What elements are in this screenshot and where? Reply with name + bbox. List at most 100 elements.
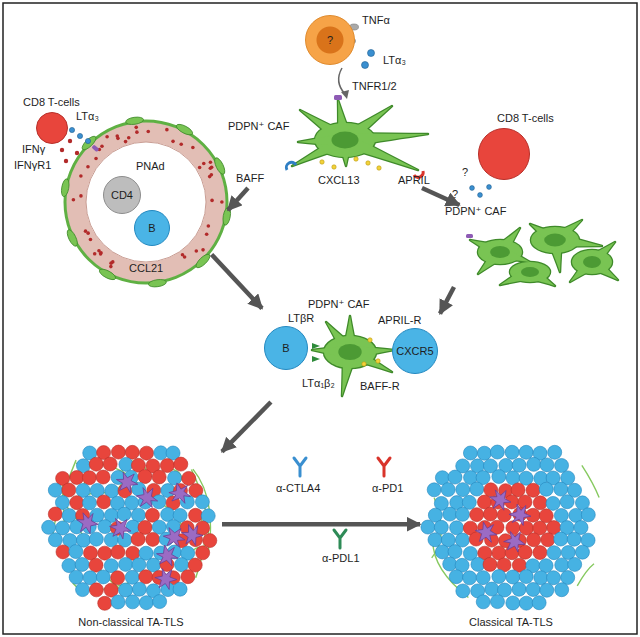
ifn-dot: [75, 151, 79, 155]
b-cell: [427, 483, 441, 497]
b-cell: [485, 582, 499, 596]
node-label: PDPN⁺ CAF: [308, 298, 369, 311]
dendritic-cell: [169, 483, 191, 503]
nucleus: [332, 132, 359, 149]
b-cell: [490, 595, 504, 609]
t-cell: [533, 546, 547, 560]
b-cell: [568, 557, 582, 571]
b-cell: [519, 471, 533, 485]
receptor: [91, 145, 99, 153]
b-cell: [173, 582, 187, 596]
cxcl13-dot: [368, 338, 372, 342]
b-cell: [69, 545, 83, 559]
b-cell: [48, 483, 62, 497]
b-cell: [540, 458, 554, 472]
ifn-dot: [134, 126, 138, 130]
b-cell: [463, 571, 477, 585]
b-cell: [175, 558, 189, 572]
ifn-dot: [94, 157, 98, 161]
receptor-label: BAFF-R: [360, 380, 400, 393]
b-cell: [448, 545, 462, 559]
ifn-dot: [171, 140, 175, 144]
t-cell: [203, 534, 217, 548]
ifn-dot: [109, 265, 113, 269]
b-cell: [428, 508, 442, 522]
b-cell: [505, 445, 519, 459]
dendritic-cell: [77, 513, 98, 534]
ligand-label: APRIL: [398, 174, 430, 187]
b-cell: [512, 582, 526, 596]
unknown-mark: ?: [462, 166, 468, 179]
cxcl13-dot: [320, 160, 324, 164]
b-cell: [119, 557, 133, 571]
t-cell: [82, 471, 96, 485]
ifn-dot: [79, 194, 83, 198]
pericyte: [194, 252, 212, 270]
vessel-edge: [65, 121, 227, 283]
b-cell: [490, 445, 504, 459]
b-cell: [554, 508, 568, 522]
cd8-t-cell: CD8 T-cells: [478, 128, 530, 180]
ifn-dot: [191, 146, 195, 150]
b-cell: [470, 482, 484, 496]
b-cell: [441, 483, 455, 497]
ifn-dot: [105, 135, 109, 139]
cxcl13-dot: [366, 161, 370, 165]
ifn-dot: [116, 137, 120, 141]
b-cell: [532, 596, 546, 610]
t-cell: [97, 495, 111, 509]
dendritic-cell: [116, 472, 137, 493]
b-cell: [195, 495, 209, 509]
t-cell: [182, 471, 196, 485]
b-cell: [168, 471, 182, 485]
b-cell: [456, 483, 470, 497]
node-label: PNAd: [136, 160, 165, 173]
cxcl13-dot: [362, 362, 366, 366]
b-cell: [534, 571, 548, 585]
b-cell: [132, 558, 146, 572]
ifn-dot: [60, 148, 64, 152]
dendritic-cell: [157, 545, 179, 566]
ifn-dot: [99, 252, 103, 256]
b-cell: [434, 520, 448, 534]
nucleus: [490, 246, 510, 258]
t-cell: [89, 583, 103, 597]
ifn-dot: [72, 198, 76, 202]
t-cell: [181, 570, 195, 584]
b-cell: [546, 496, 560, 510]
b-cell: [555, 458, 569, 472]
t-cell: [483, 507, 497, 521]
receptor: [466, 234, 473, 238]
t-cell: [138, 470, 152, 484]
vessel-lumen: [86, 142, 206, 262]
ifn-dot: [202, 162, 206, 166]
lt-molecule: [362, 62, 369, 69]
tls-cluster: Classical TA-TLS: [420, 436, 602, 632]
pericyte: [175, 122, 194, 137]
t-cell: [140, 446, 154, 460]
drug-label: α-PDL1: [322, 552, 360, 565]
b-cell: [547, 571, 561, 585]
ligand-label: BAFF: [236, 172, 264, 185]
b-cell: [539, 482, 553, 496]
b-cell: [435, 545, 449, 559]
b-cell: [89, 532, 103, 546]
ifn-dot: [135, 130, 139, 134]
ifn-dot: [209, 160, 213, 164]
b-cell: [119, 457, 133, 471]
b-cell: [450, 521, 464, 535]
b-cell: [476, 571, 490, 585]
b-cell: [554, 532, 568, 546]
receptor-label: APRIL-R: [378, 314, 421, 327]
t-cell: [56, 545, 70, 559]
lt-molecule: [85, 138, 90, 143]
b-cell: [581, 508, 595, 522]
unknown-factor: [478, 193, 483, 198]
ligand-label: LTα₁β₂: [302, 377, 335, 390]
b-cell: [443, 507, 457, 521]
dendritic-cell: [110, 518, 131, 539]
ifn-dot: [220, 200, 224, 204]
dendritic-cell: [509, 504, 531, 525]
pericyte: [65, 228, 79, 247]
